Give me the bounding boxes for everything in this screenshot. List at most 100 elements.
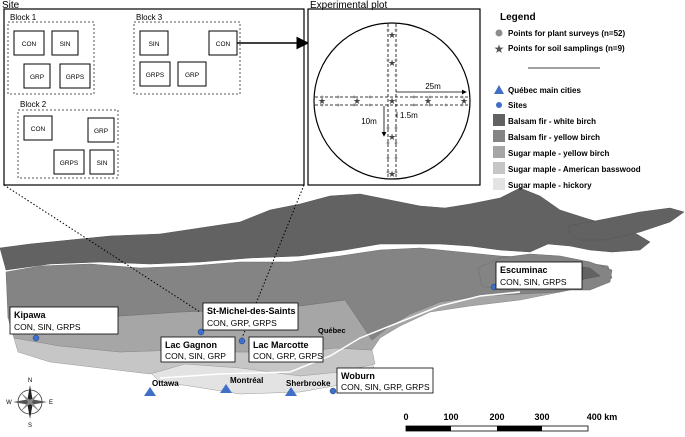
city-label: Montréal — [230, 376, 263, 385]
dimension-10m-label: 10m — [361, 117, 377, 126]
site-label-box — [9, 306, 119, 335]
svg-text:★: ★ — [388, 59, 396, 69]
site-marker — [32, 334, 40, 342]
legend-label: Québec main cities — [508, 86, 581, 95]
svg-text:★: ★ — [460, 97, 468, 107]
site-name: Escuminac — [500, 265, 548, 275]
plot-box — [23, 63, 51, 89]
experimental-plot-label: Experimental plot — [310, 0, 387, 11]
block-1-label: Block 1 — [10, 13, 37, 22]
swatch-balsam-fir-yellow-birch — [493, 130, 505, 142]
compass-e: E — [49, 400, 53, 406]
region-small-island — [490, 210, 504, 222]
plot-box — [139, 61, 171, 87]
plot-box — [208, 30, 238, 56]
plot-label: GRPS — [60, 160, 79, 167]
plot-box — [53, 149, 85, 175]
compass-n: N — [28, 378, 32, 384]
block-3-label: Block 3 — [136, 13, 163, 22]
legend: Legend Points for plant surveys (n=52) ★… — [493, 12, 641, 190]
svg-text:★: ★ — [388, 31, 396, 41]
site-treatments: CON, GRP, GRPS — [253, 351, 323, 361]
blue-triangle-icon — [494, 85, 504, 94]
svg-text:★: ★ — [318, 97, 326, 107]
swatch-sugar-maple-yellow-birch — [493, 146, 505, 158]
forest-map — [0, 187, 685, 395]
compass-w: W — [6, 400, 12, 406]
plot-label: GRP — [94, 128, 108, 135]
plot-box — [23, 115, 53, 141]
compass-s: S — [28, 423, 32, 429]
site-name: Lac Gagnon — [165, 340, 217, 350]
svg-text:★: ★ — [388, 133, 396, 143]
scale-bar: 0 100 200 300 400 km — [403, 412, 618, 432]
site-treatments: CON, SIN, GRPS — [14, 322, 81, 332]
site-name: St-Michel-des-Saints — [207, 306, 296, 316]
site-label-box — [336, 367, 434, 394]
site-label-box — [160, 336, 236, 363]
swatch-sugar-maple-hickory — [493, 178, 505, 190]
legend-label: Points for soil samplings (n=9) — [508, 44, 625, 53]
site-treatments: CON, SIN, GRP — [165, 351, 226, 361]
legend-label: Sites — [508, 101, 528, 110]
region-anticosti-island — [567, 207, 685, 241]
svg-text:★: ★ — [388, 97, 396, 107]
river — [159, 291, 521, 379]
plot-label: GRP — [30, 74, 44, 81]
soil-sampling-stars: ★ ★ ★ ★ ★ ★ ★ ★ ★ — [318, 31, 468, 180]
scale-tick: 0 — [403, 412, 408, 422]
scale-tick: 100 — [443, 412, 458, 422]
legend-label: Balsam fir - yellow birch — [508, 133, 600, 142]
block-2-frame — [17, 109, 119, 179]
legend-label: Balsam fir - white birch — [508, 117, 596, 126]
plot-box — [59, 63, 91, 89]
site-name: Lac Marcotte — [253, 340, 309, 350]
plot-label: CON — [22, 41, 37, 48]
legend-title: Legend — [500, 12, 536, 23]
site-marker — [197, 328, 205, 336]
block-3-frame — [133, 21, 241, 95]
svg-text:★: ★ — [353, 97, 361, 107]
city-label: Québec — [318, 326, 346, 335]
plot-box — [139, 30, 169, 56]
legend-label: Sugar maple - American basswood — [508, 165, 641, 174]
plot-label: GRP — [185, 72, 199, 79]
scale-tick: 300 — [534, 412, 549, 422]
block-1-frame — [7, 21, 95, 95]
site-label-box — [495, 261, 583, 290]
dimension-25m-label: 25m — [425, 82, 441, 91]
legend-label: Points for plant surveys (n=52) — [508, 29, 625, 38]
plot-box — [177, 61, 207, 87]
plot-label: GRPS — [66, 74, 85, 81]
plot-label: SIN — [97, 160, 108, 167]
scale-tick: 400 km — [587, 412, 618, 422]
compass-rose-icon: N S E W — [6, 378, 53, 429]
city-triangle-icon — [220, 384, 232, 393]
site-treatments: CON, SIN, GRP, GRPS — [341, 382, 430, 392]
scale-tick: 200 — [489, 412, 504, 422]
site-marker — [329, 387, 337, 395]
legend-label: Sugar maple - yellow birch — [508, 149, 609, 158]
plot-box — [89, 149, 115, 175]
plot-box — [87, 117, 115, 143]
block-2-label: Block 2 — [20, 100, 47, 109]
star-icon: ★ — [494, 42, 505, 56]
site-treatments: CON, SIN, GRPS — [500, 277, 567, 287]
blue-circle-icon — [496, 102, 502, 108]
site-treatments: CON, GRP, GRPS — [207, 318, 277, 328]
site-label-box — [248, 336, 324, 363]
plot-label: CON — [216, 41, 231, 48]
site-label-box — [202, 302, 299, 331]
city-label: Ottawa — [152, 379, 179, 388]
plot-label: CON — [31, 126, 46, 133]
city-label: Sherbrooke — [286, 379, 331, 388]
transects — [315, 24, 469, 178]
swatch-balsam-fir-white-birch — [493, 114, 505, 126]
plot-label: SIN — [60, 41, 71, 48]
svg-text:★: ★ — [388, 170, 396, 180]
swatch-sugar-maple-american-basswood — [493, 162, 505, 174]
svg-text:★: ★ — [424, 97, 432, 107]
zoom-line — [3, 184, 201, 313]
plot-label: GRPS — [146, 72, 165, 79]
